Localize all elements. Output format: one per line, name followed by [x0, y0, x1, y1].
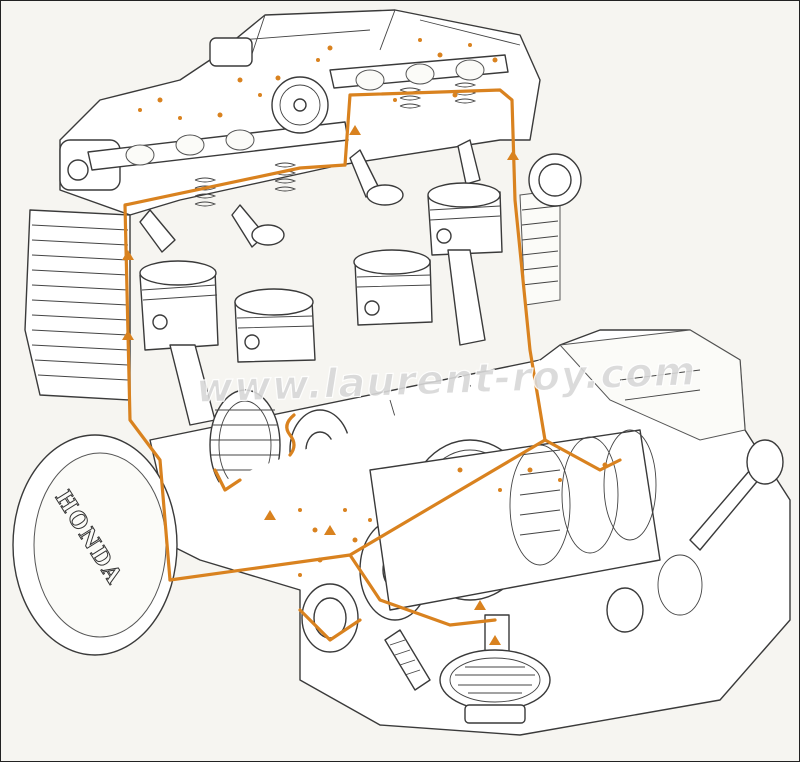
cylinder-block — [24, 153, 582, 401]
piston-1 — [139, 260, 219, 351]
valves — [139, 139, 481, 253]
piston-3 — [353, 249, 433, 326]
oil-pump — [301, 583, 431, 691]
valve-springs — [194, 82, 477, 207]
piston-4 — [427, 182, 503, 256]
shift-lever — [689, 439, 784, 551]
oil-flow-path — [122, 88, 622, 645]
piston-2 — [234, 288, 316, 363]
pistons — [139, 182, 503, 363]
connecting-rods — [169, 249, 486, 426]
alternator-cover: HONDA — [12, 434, 178, 656]
gearbox-shafts — [369, 429, 703, 633]
oil-strainer — [439, 614, 551, 724]
oil-droplets — [138, 38, 608, 577]
